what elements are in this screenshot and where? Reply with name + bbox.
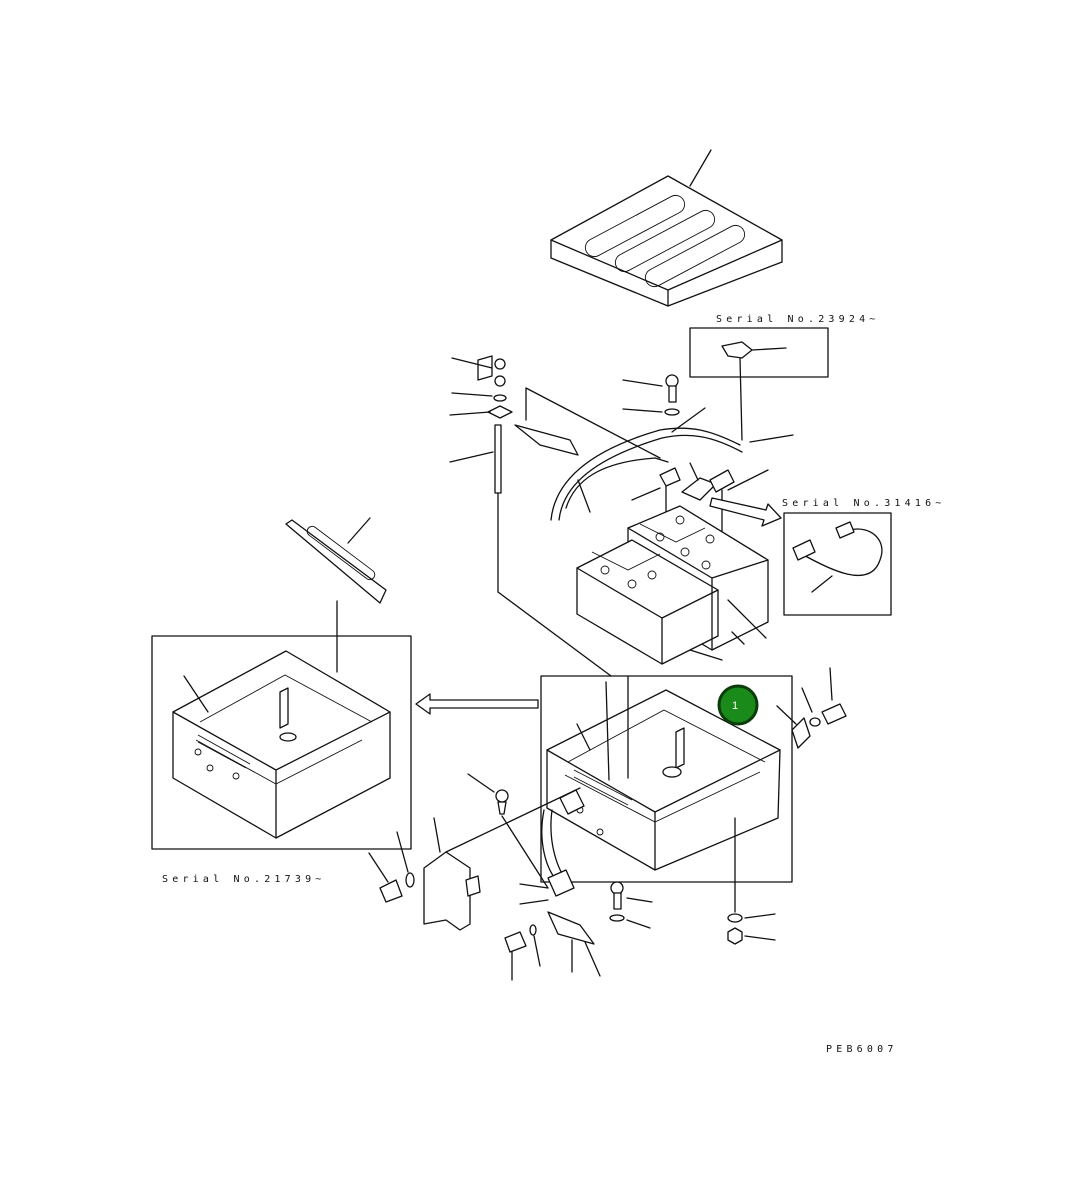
serial-label-23924: Serial No.23924~ (716, 314, 880, 325)
battery-relay (368, 773, 585, 931)
hold-down-bar (514, 387, 661, 459)
callout-circle[interactable] (717, 684, 759, 726)
box-clip-hardware (727, 667, 847, 945)
figure-code: PEB6007 (826, 1044, 898, 1055)
callout-number: 1 (732, 700, 738, 712)
battery-pair (576, 505, 769, 665)
battery-box-main (540, 675, 793, 883)
arrow-right-icon (709, 497, 782, 527)
insulating-pad (285, 517, 387, 604)
inset-box-21739 (151, 600, 412, 850)
arrow-left-icon (415, 693, 539, 715)
hold-down-hardware (449, 355, 612, 677)
upper-bolt (622, 374, 680, 416)
lower-hardware (504, 809, 653, 981)
inset-box-31416 (783, 512, 892, 616)
serial-label-21739: Serial No.21739~ (162, 874, 326, 885)
callout-marker[interactable]: 1 (717, 684, 759, 726)
battery-cover (550, 149, 783, 307)
inset-box-23924 (689, 327, 829, 441)
serial-label-31416: Serial No.31416~ (782, 498, 946, 509)
